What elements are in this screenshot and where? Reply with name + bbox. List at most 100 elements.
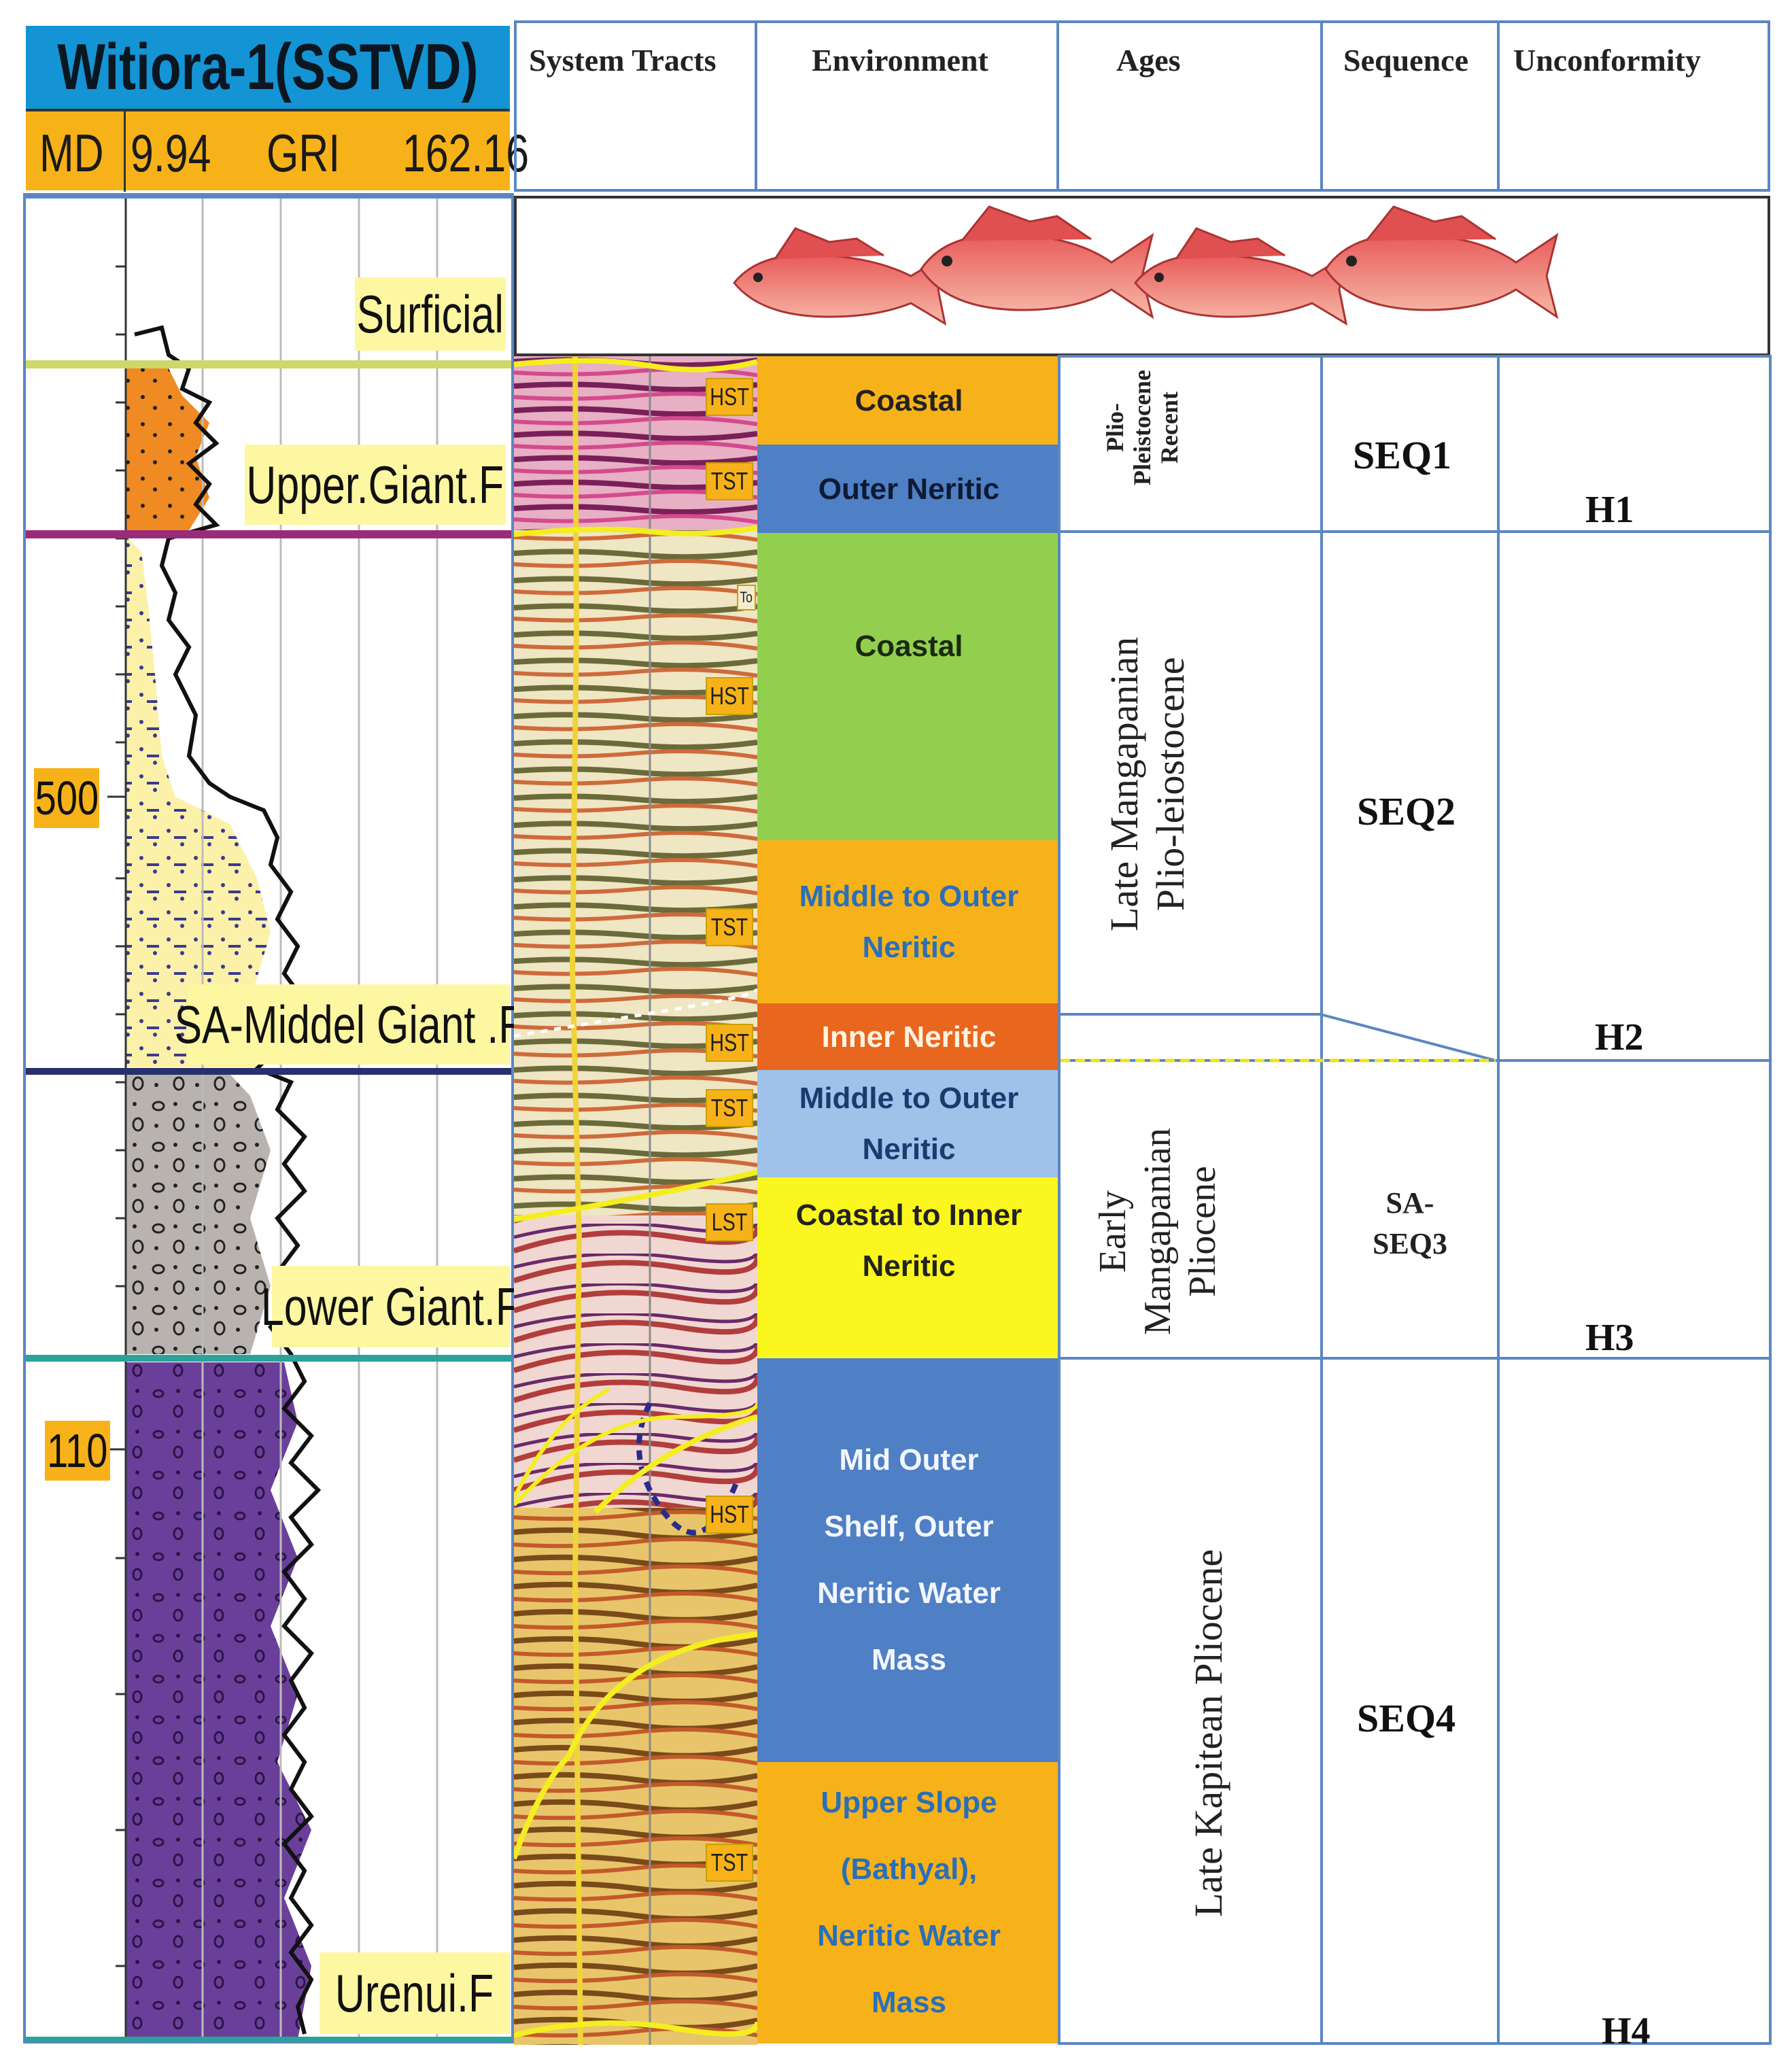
environment-label: Neritic — [862, 1249, 956, 1283]
formation-lower-giant: Lower Giant.F — [261, 1266, 521, 1347]
well-title: Witiora-1(SSTVD) — [57, 31, 479, 103]
system-tract-to: To — [737, 585, 756, 610]
lithology-middle-giant — [126, 537, 271, 1067]
system-tract-label: TST — [710, 467, 748, 495]
environment-mid-outer-shelf: Mid Outer Shelf, Outer Neritic Water Mas… — [757, 1358, 1061, 1762]
curve-max-label: 162.16 — [402, 123, 530, 183]
environment-middle-outer-neritic: Middle to Outer Neritic — [757, 840, 1061, 1003]
header-environment: Environment — [812, 43, 988, 77]
system-tract-hst: HST — [706, 1024, 753, 1062]
environment-coastal-inner-neritic: Coastal to Inner Neritic — [757, 1177, 1061, 1358]
environment-label: Middle to Outer — [799, 1082, 1019, 1115]
environment-upper-slope: Upper Slope (Bathyal), Neritic Water Mas… — [757, 1762, 1061, 2043]
depth-marker-110: 110 — [45, 1421, 110, 1481]
grid-line — [1058, 530, 1772, 533]
environment-label: Coastal — [855, 629, 963, 663]
grid-line — [1497, 356, 1500, 2045]
grid-line — [1058, 1013, 1320, 1016]
environment-label: Mid Outer — [839, 1443, 979, 1477]
environment-label: Coastal — [855, 383, 963, 417]
sequence-label: SEQ3 — [1372, 1227, 1448, 1260]
system-tract-label: LST — [711, 1208, 748, 1236]
system-tract-tst: TST — [706, 1844, 753, 1882]
system-tract-lst: LST — [706, 1203, 753, 1241]
sequence-sa-seq3: SA- SEQ3 — [1323, 1183, 1497, 1264]
gr-curve — [134, 325, 322, 2035]
divider — [23, 193, 514, 197]
system-tract-label: TST — [710, 913, 748, 941]
formation-label: Upper.Giant.F — [246, 454, 504, 515]
well-log-track — [26, 199, 511, 2042]
sequence-seq1: SEQ1 — [1353, 433, 1452, 477]
lithology-lower-giant — [126, 1074, 271, 1354]
environment-outer-neritic: Outer Neritic — [757, 445, 1061, 533]
formation-label: Lower Giant.F — [260, 1276, 521, 1336]
environment-label: Inner Neritic — [821, 1020, 997, 1054]
sequence-seq2: SEQ2 — [1357, 789, 1456, 833]
curve-md-label: MD — [39, 123, 104, 183]
grid-line — [1061, 1059, 1772, 1062]
formation-label: SA-Middel Giant .F — [174, 994, 523, 1054]
header-cell — [1497, 20, 1770, 192]
environment-label: Shelf, Outer — [824, 1510, 994, 1543]
grid-line — [1058, 355, 1772, 358]
unconformity-h1: H1 — [1585, 489, 1634, 531]
environment-label: Upper Slope — [821, 1786, 997, 1819]
formation-surficial: Surficial — [355, 277, 506, 351]
divider — [26, 109, 510, 111]
environment-label: Neritic Water — [817, 1576, 1001, 1610]
grid-line — [1058, 1357, 1772, 1360]
well-title-wrap: Witiora-1(SSTVD) — [26, 26, 510, 109]
well-title-bar — [26, 26, 510, 109]
age-late-kapitean: Late Kapitean Pliocene — [1186, 1549, 1231, 1917]
age-label: Early — [1092, 1190, 1134, 1273]
environment-label: Outer Neritic — [818, 472, 1000, 506]
curve-min-label: 9.94 — [131, 123, 211, 183]
environment-label: Neritic Water — [817, 1919, 1001, 1952]
system-tract-label: TST — [710, 1094, 748, 1122]
environment-label: Middle to Outer — [799, 880, 1019, 913]
formation-label: Surficial — [356, 283, 504, 344]
system-tract-label: HST — [710, 682, 749, 710]
header-ages: Ages — [1116, 43, 1181, 77]
depth-label: 500 — [35, 772, 99, 825]
system-tract-label: HST — [710, 1029, 749, 1056]
environment-middle-outer-neritic: Middle to Outer Neritic — [757, 1070, 1061, 1177]
system-tract-label: HST — [710, 1500, 749, 1528]
formation-label: Urenui.F — [335, 1963, 494, 2023]
unconformity-h3: H3 — [1585, 1317, 1634, 1359]
environment-coastal: Coastal — [757, 533, 1061, 840]
grid-line — [1320, 356, 1323, 2045]
grid-line — [1058, 356, 1061, 2045]
fish-illustration — [733, 205, 1559, 326]
seismic-section — [514, 356, 757, 2045]
lithology-upper-giant — [126, 368, 209, 530]
age-label: Late Kapitean Pliocene — [1186, 1549, 1230, 1917]
formation-urenui: Urenui.F — [320, 1952, 510, 2034]
lithology-urenui — [126, 1362, 311, 2039]
age-early-mangapanian: Early Mangapanian Pliocene — [1090, 1128, 1225, 1335]
curve-header — [26, 109, 510, 190]
age-label: Plio-leiostocene — [1148, 657, 1192, 912]
environment-coastal: Coastal — [757, 356, 1061, 445]
system-tract-label: HST — [710, 383, 749, 411]
system-tract-tst: TST — [706, 1089, 753, 1127]
environment-label: Neritic — [862, 1133, 956, 1166]
table-body — [1058, 356, 1772, 2045]
age-label: Pleistocene — [1128, 370, 1156, 485]
header-system-tracts: System Tracts — [529, 43, 717, 77]
header-unconformity: Unconformity — [1513, 43, 1701, 77]
fish-icon — [733, 227, 947, 326]
header-sequence: Sequence — [1343, 43, 1468, 77]
age-label: Recent — [1156, 392, 1183, 464]
system-tract-tst: TST — [706, 462, 753, 500]
environment-label: Neritic — [862, 931, 956, 964]
depth-label: 110 — [47, 1424, 108, 1477]
environment-inner-neritic: Inner Neritic — [757, 1003, 1061, 1070]
system-tract-label: To — [740, 589, 753, 606]
environment-label: (Bathyal), — [840, 1852, 978, 1886]
formation-middle-giant: SA-Middel Giant .F — [174, 984, 523, 1065]
depth-marker-500: 500 — [34, 768, 99, 828]
sequence-label: SA- — [1385, 1186, 1434, 1220]
formation-upper-giant: Upper.Giant.F — [245, 445, 506, 525]
